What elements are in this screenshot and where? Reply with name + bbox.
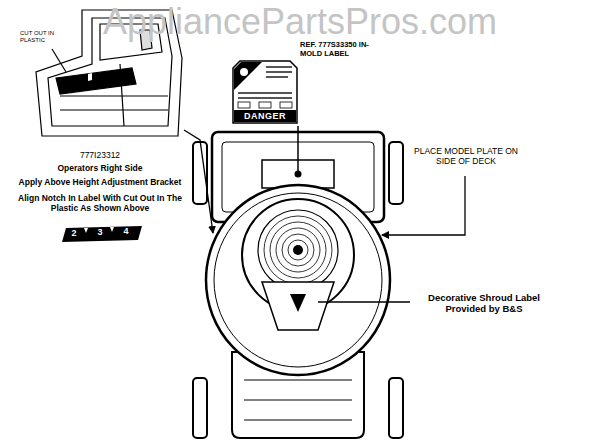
instruction-note: Apply Above Height Adjustment Bracket [10,177,190,187]
height-number: 3 [94,227,106,238]
leader-line [318,301,410,302]
height-label [62,226,142,242]
watermark: AppliancePartsPros.com [80,0,520,43]
placement-note: PLACE MODEL PLATE ON SIDE OF DECK [410,146,522,166]
height-number: 4 [120,226,132,237]
danger-heading: DANGER [234,110,296,122]
shroud-note: Decorative Shroud Label Provided by B&S [414,292,554,315]
part-number: 777I23312 [10,150,190,160]
reference-note: REF. 777S33350 IN-MOLD LABEL [300,40,380,58]
leader-line [184,130,213,233]
deck [206,185,390,375]
danger-label: DANGER [232,60,298,124]
callout-note: CUT OUT IN PLASTIC [20,30,66,44]
height-number: 2 [68,228,80,239]
instruction-note: Align Notch In Label With Cut Out In The… [10,193,190,213]
leader-line [382,176,465,235]
leader-line [297,126,299,171]
shroud [262,282,334,330]
instruction-note: Operators Right Side [10,163,190,173]
engine [242,199,354,311]
